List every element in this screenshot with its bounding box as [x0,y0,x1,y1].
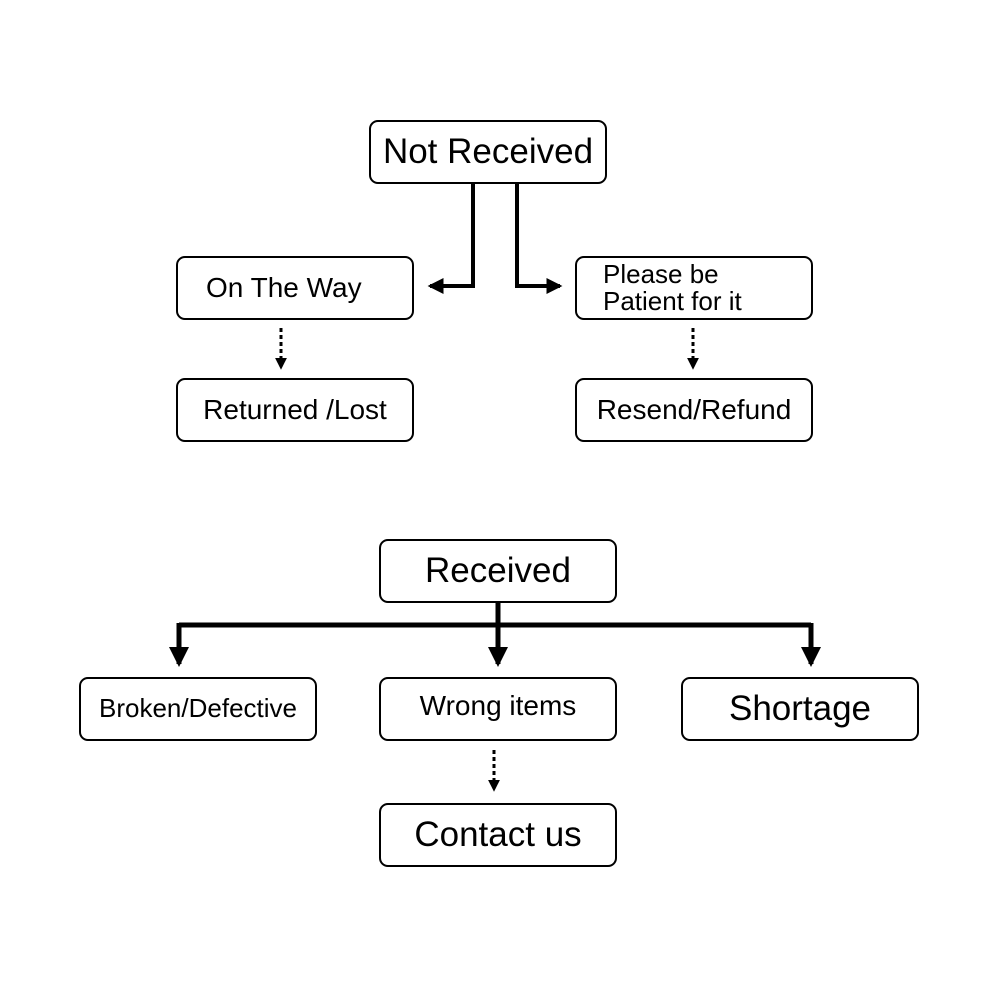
node-on-the-way-label: On The Way [206,272,362,304]
node-please-be-patient-label: Please be Patient for it [603,258,742,316]
node-on-the-way: On The Way [176,256,414,320]
node-not-received-label: Not Received [382,131,594,171]
node-contact-us-label: Contact us [414,814,582,854]
node-broken-defective-label: Broken/Defective [99,693,297,724]
node-shortage-label: Shortage [728,688,872,728]
connector-not-received-to-on-the-way [427,183,475,294]
node-returned-lost-label: Returned /Lost [203,394,387,426]
connector-not-received-to-please-be-patient [515,183,563,294]
node-resend-refund: Resend/Refund [575,378,813,442]
node-not-received: Not Received [369,120,607,184]
node-received-label: Received [425,550,571,590]
node-wrong-items: Wrong items [379,677,617,741]
node-please-be-patient: Please be Patient for it [575,256,813,320]
node-broken-defective: Broken/Defective [79,677,317,741]
node-shortage: Shortage [681,677,919,741]
node-received: Received [379,539,617,603]
node-resend-refund-label: Resend/Refund [596,394,792,426]
node-returned-lost: Returned /Lost [176,378,414,442]
node-wrong-items-label: Wrong items [419,690,577,721]
node-contact-us: Contact us [379,803,617,867]
